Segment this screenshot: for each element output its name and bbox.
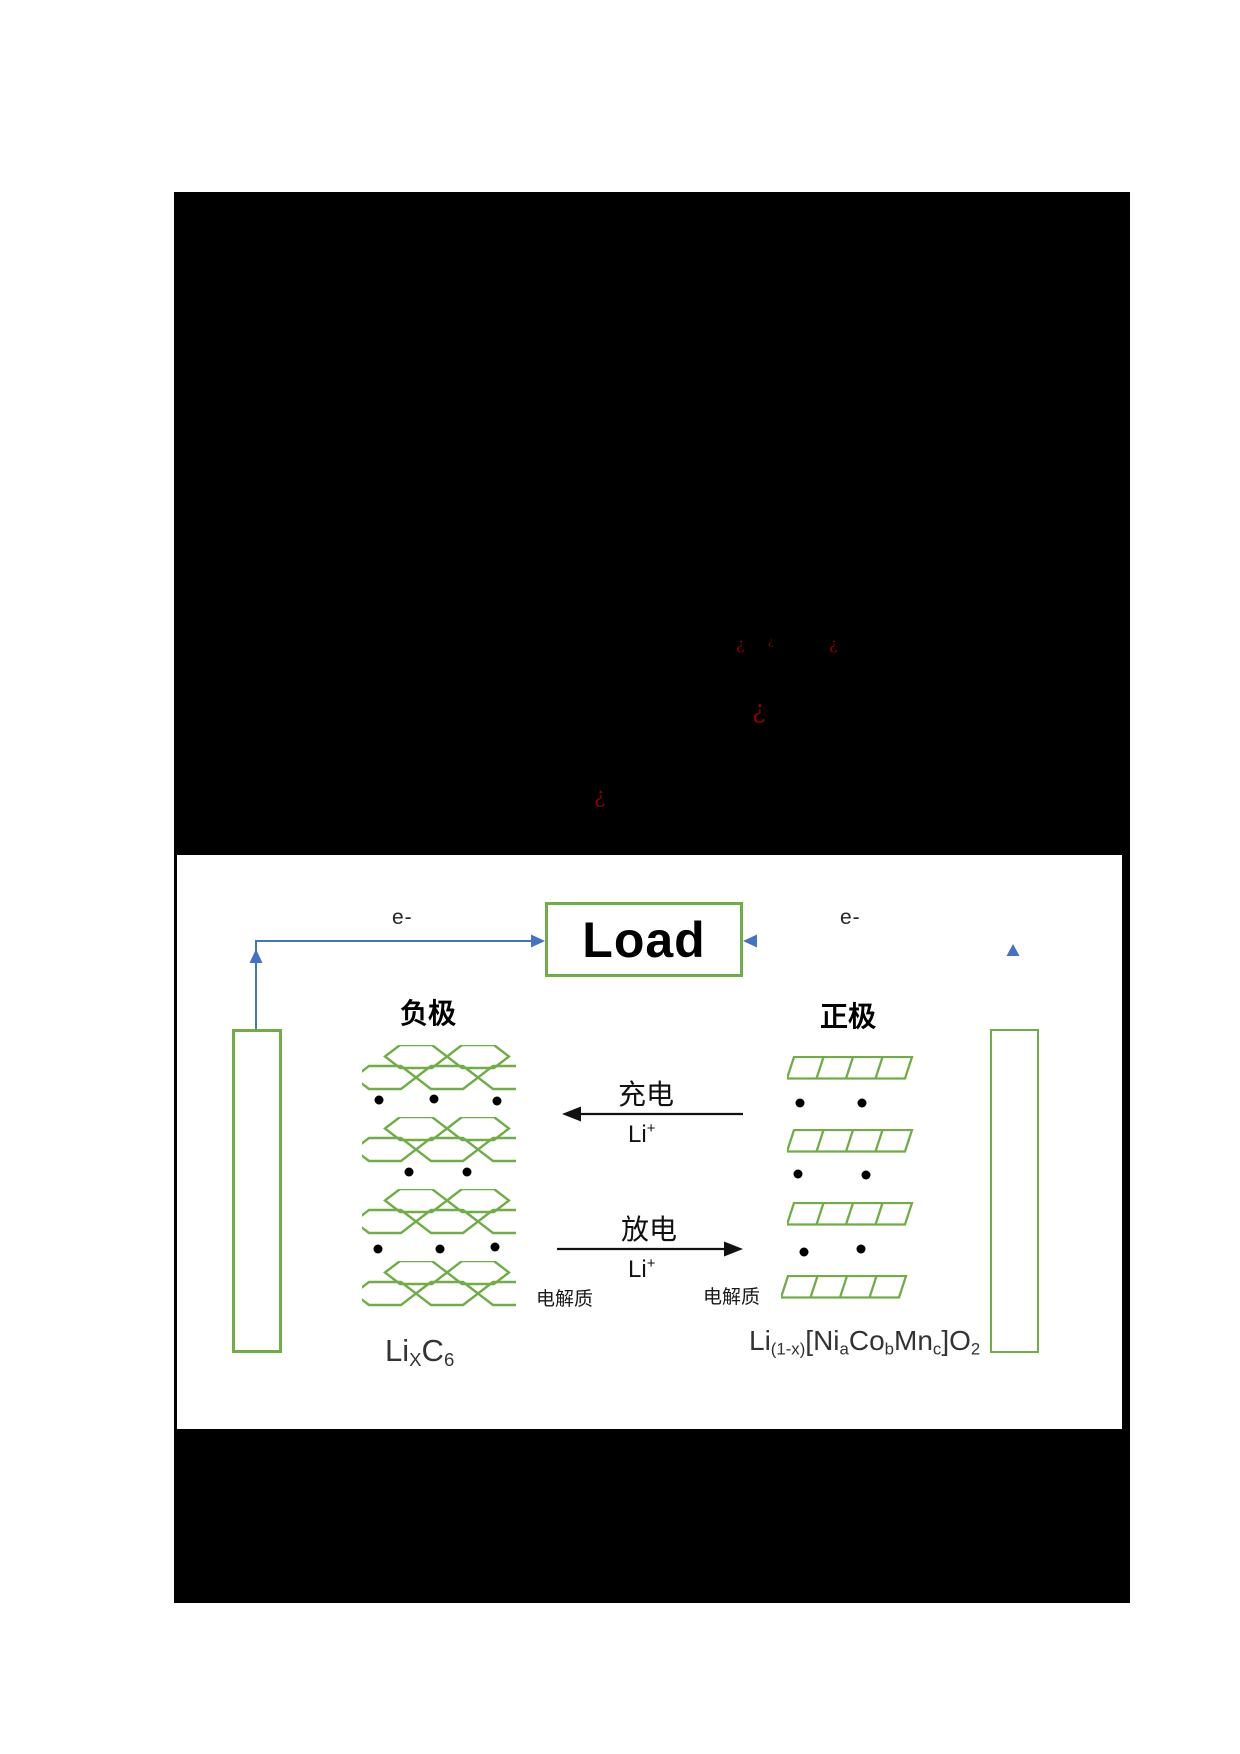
graphite-layer-2	[362, 1117, 516, 1163]
cathode-layer-1	[787, 1056, 914, 1080]
discharge-label: 放电	[621, 1214, 678, 1245]
right-wire-up-arrowhead	[1006, 944, 1020, 956]
electrolyte-label-right: 电解质	[703, 1287, 761, 1308]
graphite-layer-1	[362, 1045, 516, 1091]
graphite-layer-3	[362, 1189, 516, 1235]
cathode-label: 正极	[820, 1001, 877, 1032]
cathode-current-collector	[990, 1029, 1039, 1353]
graphite-layer-4	[362, 1261, 516, 1307]
anode-current-collector	[232, 1029, 282, 1353]
li-ion-dots-cathode	[793, 1098, 871, 1257]
load-label: Load	[582, 911, 706, 968]
load-box: Load	[545, 902, 743, 977]
anode-label: 负极	[400, 998, 457, 1029]
electron-flow-label-left: e-	[392, 906, 413, 929]
right-wire-arrowhead-into-load	[743, 934, 757, 948]
red-mark-glyph-2: ¿	[768, 637, 774, 648]
red-mark-glyph-5: ¿	[594, 784, 606, 808]
cathode-layer-3	[787, 1202, 914, 1226]
left-wire	[255, 940, 539, 1029]
cathode-layer-2	[787, 1129, 914, 1153]
charge-label: 充电	[618, 1079, 675, 1110]
cathode-layer-4	[781, 1275, 908, 1299]
charge-arrowhead	[562, 1106, 581, 1122]
electrolyte-label-left: 电解质	[536, 1289, 594, 1310]
cathode-formula: Li(1-x)[NiaCobMnc]O2	[749, 1325, 981, 1359]
anode-formula: LiXC6	[385, 1333, 455, 1370]
red-mark-glyph-4: ¿	[752, 695, 766, 724]
redacted-black-block: Load e- e- 负极 正极	[174, 192, 1130, 1603]
red-mark-glyph-3: ¿	[829, 634, 838, 653]
discharge-ion-label: Li+	[628, 1256, 656, 1283]
battery-diagram-panel: Load e- e- 负极 正极	[177, 855, 1122, 1429]
discharge-arrowhead	[724, 1241, 743, 1257]
left-wire-arrowhead-into-load	[531, 934, 545, 948]
left-wire-up-arrowhead	[249, 949, 263, 963]
electron-flow-label-right: e-	[840, 906, 861, 929]
charge-ion-label: Li+	[628, 1121, 656, 1148]
red-mark-glyph-1: ¿	[736, 634, 745, 653]
